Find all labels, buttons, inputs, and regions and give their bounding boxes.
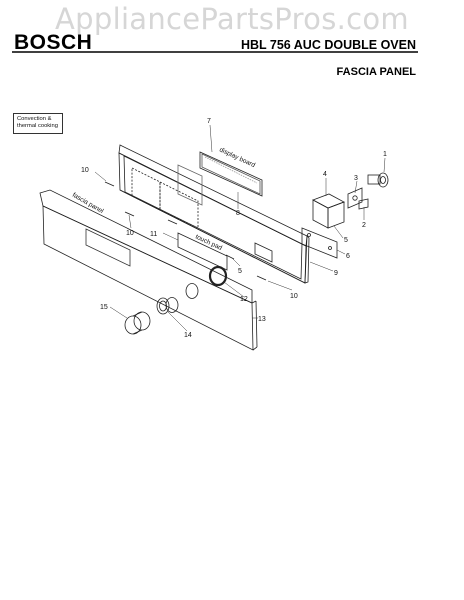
callout-4: 4 bbox=[323, 171, 327, 178]
callout-10-right: 10 bbox=[290, 293, 298, 300]
ring-part-12 bbox=[208, 265, 228, 287]
display-board bbox=[199, 151, 263, 197]
watermark-text: AppliancePartsPros.com bbox=[55, 2, 409, 36]
callout-8: 8 bbox=[236, 210, 240, 217]
legend-box: Convection & thermal cooking bbox=[13, 113, 63, 134]
rear-frame bbox=[118, 144, 310, 284]
callout-5-center: 5 bbox=[238, 268, 242, 275]
callout-15: 15 bbox=[100, 304, 108, 311]
callout-2: 2 bbox=[362, 222, 366, 229]
display-board-label: display board bbox=[218, 146, 256, 169]
knob-hole-lower bbox=[165, 297, 179, 313]
bracket-part-3 bbox=[347, 187, 363, 209]
model-title: HBL 756 AUC DOUBLE OVEN bbox=[240, 38, 416, 52]
callout-10-mid: 10 bbox=[126, 230, 134, 237]
bezel-part-14 bbox=[156, 297, 170, 315]
callout-13: 13 bbox=[258, 316, 266, 323]
knob-part-15 bbox=[124, 311, 151, 335]
section-title: FASCIA PANEL bbox=[336, 66, 416, 78]
brand-logo: BOSCH bbox=[14, 31, 93, 54]
callout-1: 1 bbox=[383, 151, 387, 158]
callout-10-top: 10 bbox=[81, 167, 89, 174]
callout-3: 3 bbox=[354, 175, 358, 182]
legend-text: Convection & thermal cooking bbox=[17, 116, 58, 129]
touch-pad bbox=[177, 232, 228, 271]
fascia-panel-label: fascia panel bbox=[71, 192, 105, 216]
screw-10b bbox=[124, 211, 135, 217]
callout-6: 6 bbox=[346, 253, 350, 260]
callout-9: 9 bbox=[334, 270, 338, 277]
switch-part-1 bbox=[367, 172, 389, 188]
clip-part-2 bbox=[358, 198, 369, 210]
plate-part-6 bbox=[301, 227, 338, 259]
knob-hole-upper bbox=[185, 283, 199, 299]
bezel-inner bbox=[159, 300, 167, 312]
callout-7: 7 bbox=[207, 118, 211, 125]
callout-14: 14 bbox=[184, 332, 192, 339]
screw-10a bbox=[104, 181, 115, 187]
bracket-part-4 bbox=[312, 193, 345, 229]
fascia-panel bbox=[39, 189, 258, 351]
callout-12: 12 bbox=[240, 296, 248, 303]
display-back-sheet bbox=[177, 164, 203, 206]
callout-5-right: 5 bbox=[344, 237, 348, 244]
leader-lines bbox=[94, 124, 386, 332]
callout-11: 11 bbox=[150, 231, 157, 238]
screw-10d bbox=[256, 275, 267, 281]
screw-10c bbox=[167, 219, 178, 225]
